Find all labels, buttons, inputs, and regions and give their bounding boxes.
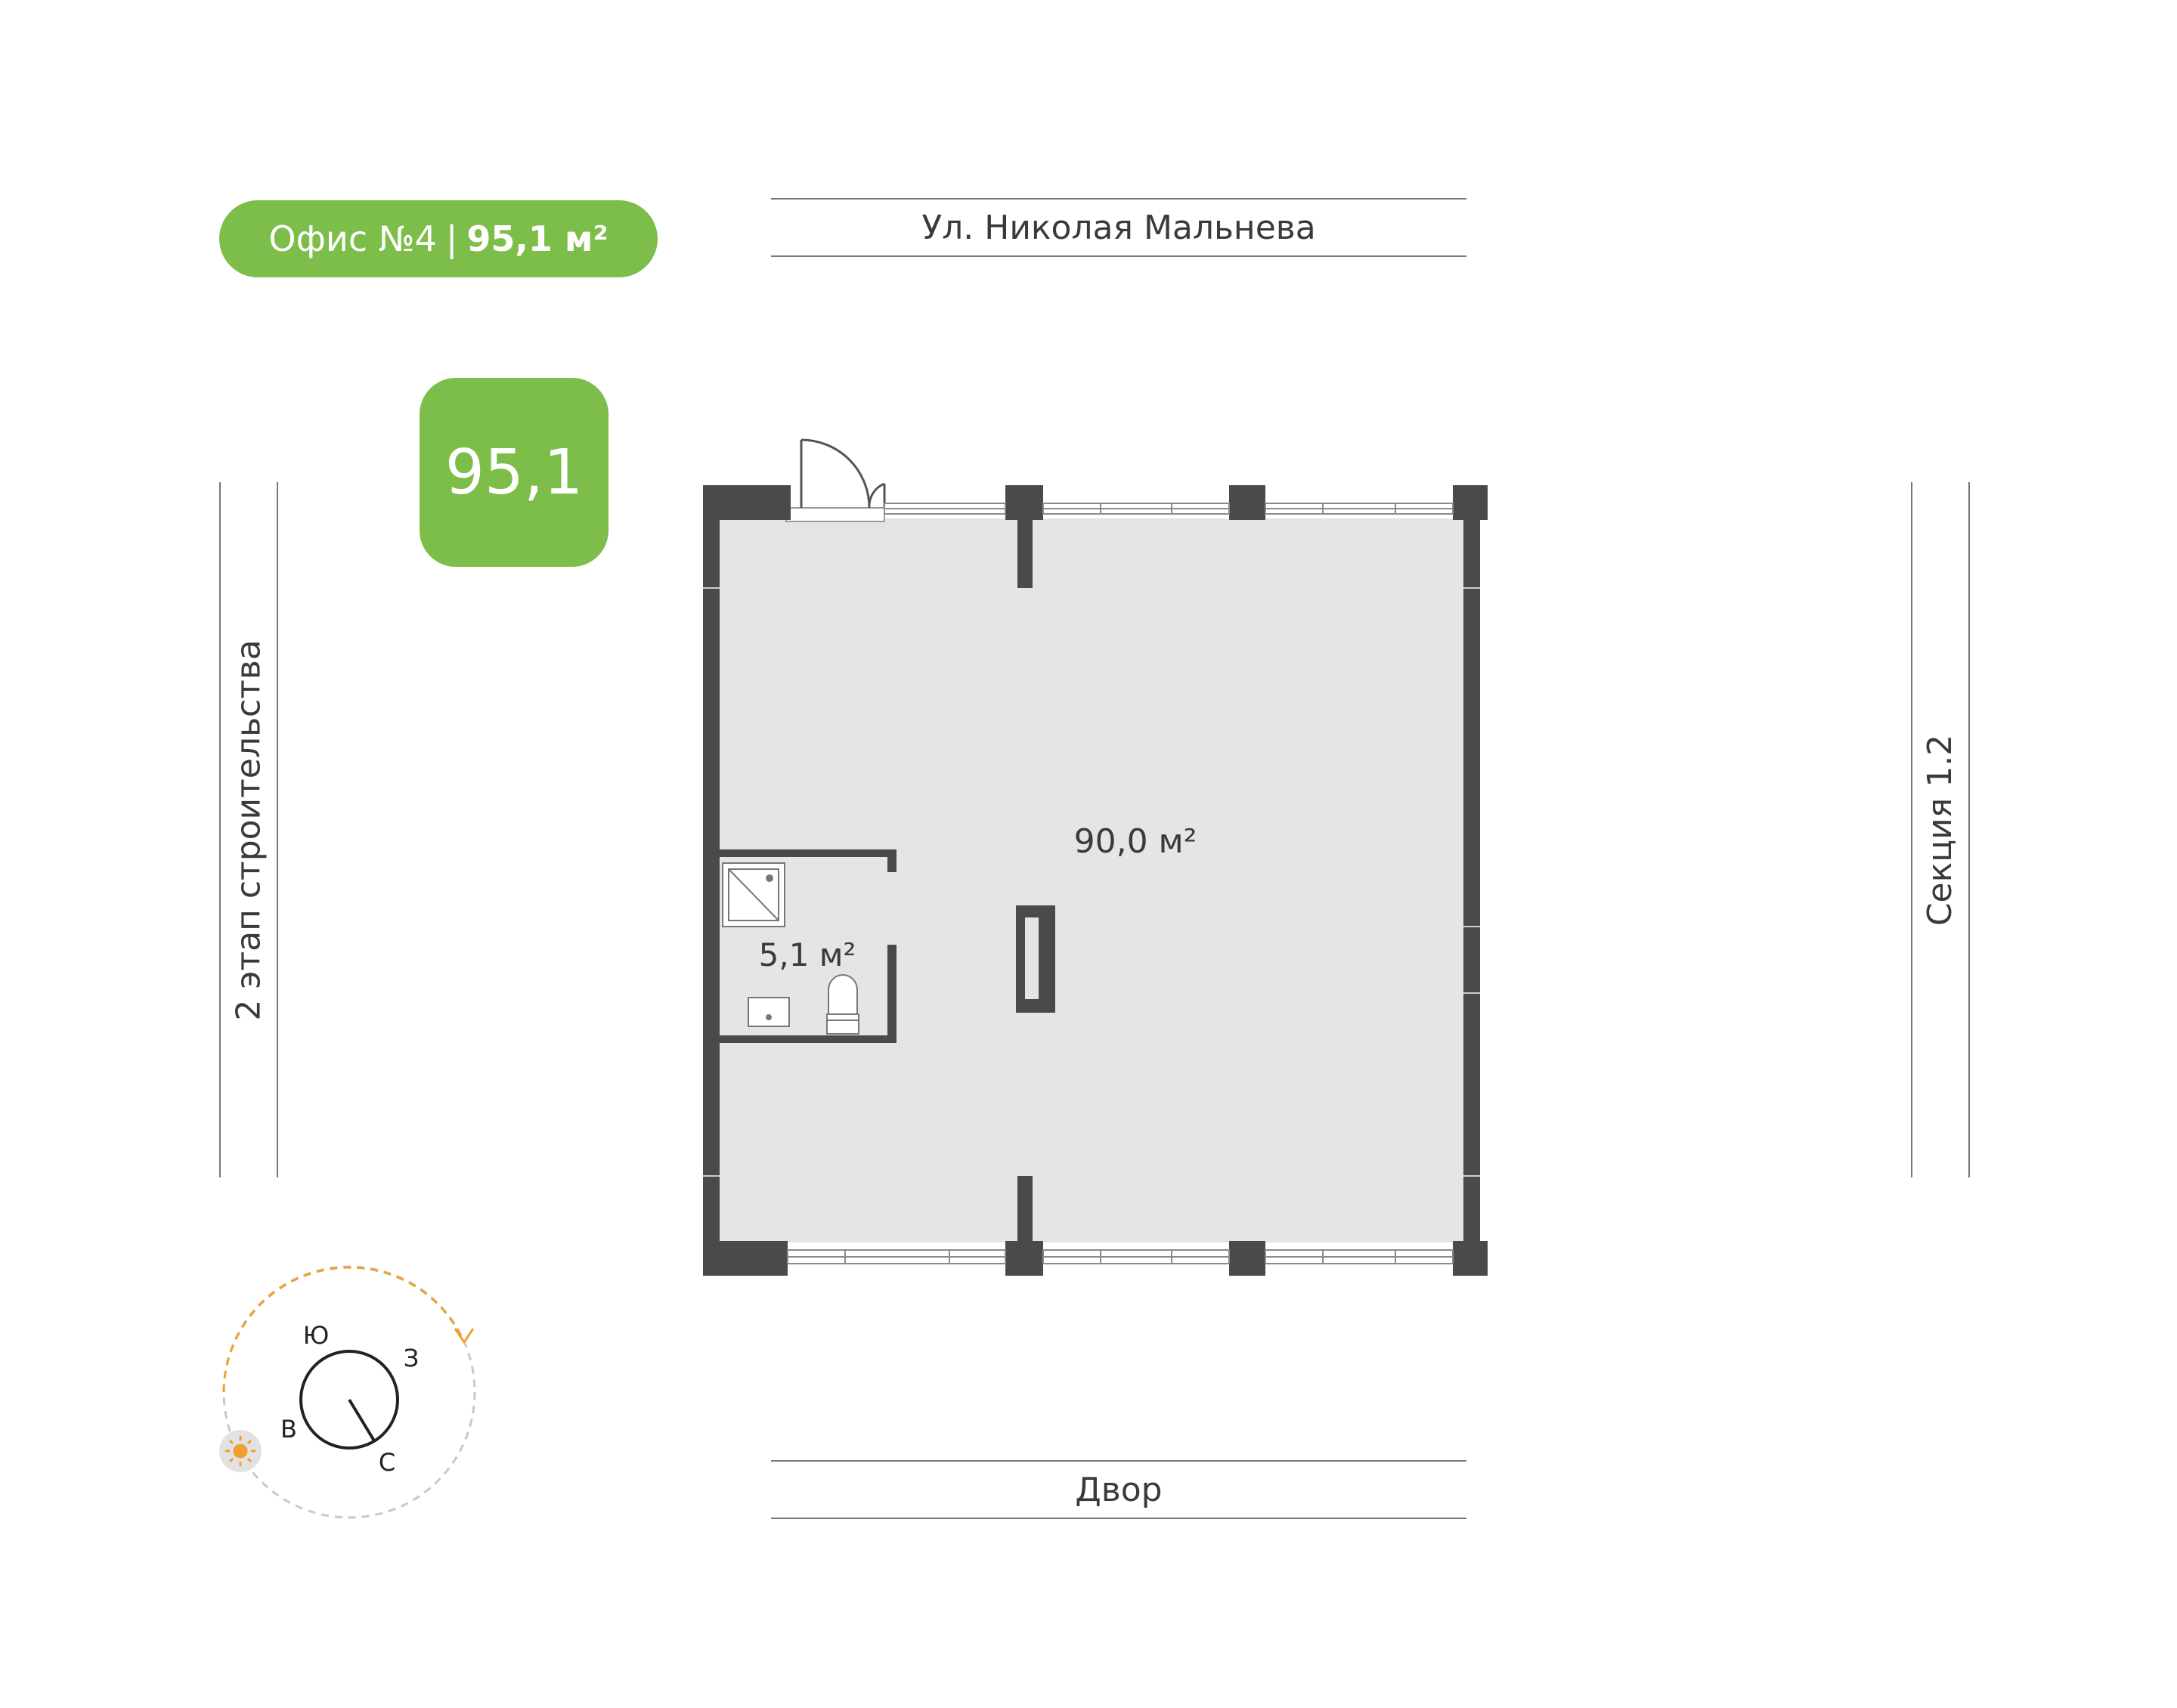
- bathroom-area: 5,1 м²: [759, 936, 856, 973]
- windows-bottom: [787, 1249, 1454, 1264]
- street-label-left: 2 этап строительства: [219, 482, 278, 1177]
- area-badge: 95,1: [420, 378, 609, 567]
- office-area: 95,1 м²: [466, 218, 609, 259]
- compass: Ю З В С: [219, 1265, 476, 1519]
- area-badge-value: 95,1: [444, 436, 584, 509]
- sun-icon: [225, 1436, 255, 1466]
- title-separator: |: [445, 218, 458, 259]
- main-room-area: 90,0 м²: [1074, 822, 1197, 861]
- compass-needle: [348, 1398, 376, 1443]
- street-label-bottom: Двор: [771, 1460, 1466, 1519]
- street-label-top: Ул. Николая Мальнева: [771, 198, 1466, 257]
- sun-path-arrow-icon: [454, 1328, 475, 1344]
- entrance-door: [800, 438, 886, 509]
- office-label: Офис №4: [268, 218, 437, 259]
- sink: [748, 997, 790, 1027]
- street-name: Ул. Николая Мальнева: [921, 208, 1316, 247]
- sun-path-arc: [222, 1266, 464, 1393]
- walls: [703, 485, 1488, 1276]
- compass-north: С: [379, 1448, 395, 1477]
- wall-joints: [703, 587, 1480, 1177]
- column-inner: [1025, 917, 1039, 999]
- office-title-pill: Офис №4 | 95,1 м²: [219, 200, 658, 277]
- yard-label: Двор: [1075, 1470, 1163, 1509]
- street-label-right: Секция 1.2: [1911, 482, 1970, 1177]
- compass-west: З: [404, 1344, 420, 1372]
- shower-tray: [722, 862, 785, 927]
- floor-main: [718, 518, 1466, 1242]
- compass-south: Ю: [303, 1321, 330, 1350]
- toilet: [826, 974, 859, 1035]
- door-threshold: [785, 507, 885, 522]
- windows-top: [884, 503, 1454, 515]
- compass-east: В: [280, 1415, 297, 1443]
